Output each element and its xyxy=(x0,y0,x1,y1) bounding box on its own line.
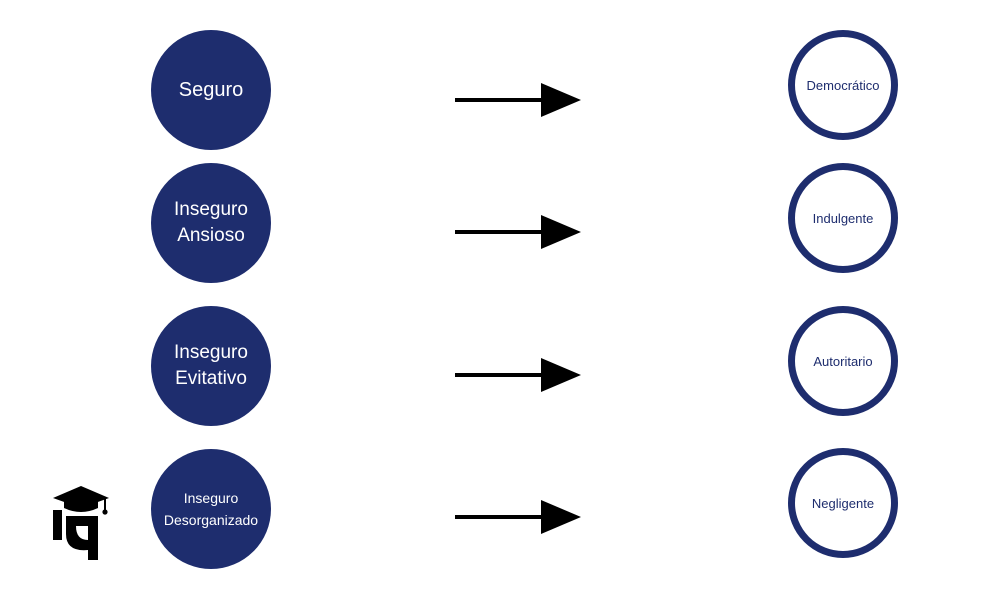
graduation-cap-logo-icon xyxy=(53,486,109,560)
arrow-right-2 xyxy=(455,215,581,249)
node-seguro-label: Seguro xyxy=(178,78,244,101)
arrow-right-1 xyxy=(455,83,581,117)
node-indulgente: Indulgente xyxy=(788,163,898,273)
node-seguro: Seguro xyxy=(151,30,271,150)
node-inseguro-evitativo: Inseguro Evitativo xyxy=(151,306,271,426)
arrow-right-3 xyxy=(455,358,581,392)
node-democratico: Democrático xyxy=(788,30,898,140)
node-inseguro-desorganizado: Inseguro Desorganizado xyxy=(151,449,271,569)
node-indulgente-label: Indulgente xyxy=(812,210,874,226)
node-inseguro-ansioso-label: Inseguro Ansioso xyxy=(174,199,248,246)
node-autoritario-label: Autoritario xyxy=(813,353,873,369)
node-democratico-label: Democrático xyxy=(806,77,880,93)
arrow-right-4 xyxy=(455,500,581,534)
node-negligente-label: Negligente xyxy=(811,495,875,511)
node-inseguro-ansioso: Inseguro Ansioso xyxy=(151,163,271,283)
node-negligente: Negligente xyxy=(788,448,898,558)
node-inseguro-evitativo-label: Inseguro Evitativo xyxy=(174,342,248,389)
node-autoritario: Autoritario xyxy=(788,306,898,416)
node-inseguro-desorganizado-label: Inseguro Desorganizado xyxy=(163,489,259,528)
